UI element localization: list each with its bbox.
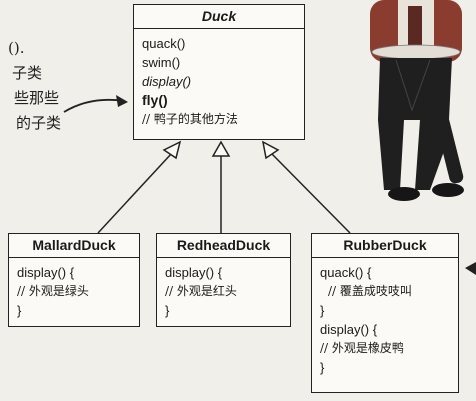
redhead-line: // 外观是红头: [165, 284, 237, 298]
redhead-line: display() {: [165, 265, 223, 280]
method-quack: quack(): [142, 36, 186, 51]
rubber-inheritance-line: [271, 153, 351, 234]
note-pointer-arrow: [63, 98, 125, 113]
method-swim: swim(): [142, 55, 181, 70]
rubber-line: }: [320, 303, 325, 318]
mallard-line: display() {: [17, 265, 75, 280]
right-edge-arrowhead: [465, 262, 476, 275]
method-display: display(): [142, 74, 192, 89]
rubber-line: display() {: [320, 322, 378, 337]
mallard-duck-box: MallardDuck display() { // 外观是绿头 }: [8, 233, 140, 327]
handwritten-note: (). 子类 些那些 的子类: [4, 36, 61, 136]
duck-class-name: Duck: [134, 5, 304, 29]
mallard-line: // 外观是绿头: [17, 284, 89, 298]
redhead-duck-box: RedheadDuck display() { // 外观是红头 }: [156, 233, 291, 327]
redhead-triangle-head: [211, 140, 231, 157]
mallard-class-name: MallardDuck: [9, 234, 139, 258]
mallard-triangle-head: [162, 140, 182, 160]
method-fly: fly(): [142, 92, 168, 108]
rubber-line: // 外观是橡皮鸭: [320, 341, 404, 355]
other-methods-comment: // 鸭子的其他方法: [142, 112, 238, 126]
note-line-2: 子类: [12, 64, 43, 82]
mallard-inheritance-line: [97, 152, 173, 234]
rubber-duck-box: RubberDuck quack() { // 覆盖成吱吱叫 } display…: [311, 233, 459, 393]
rubber-class-name: RubberDuck: [312, 234, 458, 258]
note-line-4: 的子类: [16, 114, 62, 132]
rubber-line: quack() {: [320, 265, 372, 280]
rubber-line: // 覆盖成吱吱叫: [328, 284, 412, 298]
note-line-1: ().: [8, 39, 25, 57]
redhead-line: }: [165, 303, 170, 318]
duck-class-box: Duck quack() swim() display() fly() // 鸭…: [133, 4, 305, 140]
rubber-triangle-head: [261, 140, 280, 160]
redhead-class-name: RedheadDuck: [157, 234, 290, 258]
note-pointer-arrowhead: [116, 95, 128, 107]
rubber-line: }: [320, 360, 325, 375]
man-figure: [370, 0, 464, 201]
note-line-3: 些那些: [14, 89, 60, 107]
mallard-line: }: [17, 303, 22, 318]
